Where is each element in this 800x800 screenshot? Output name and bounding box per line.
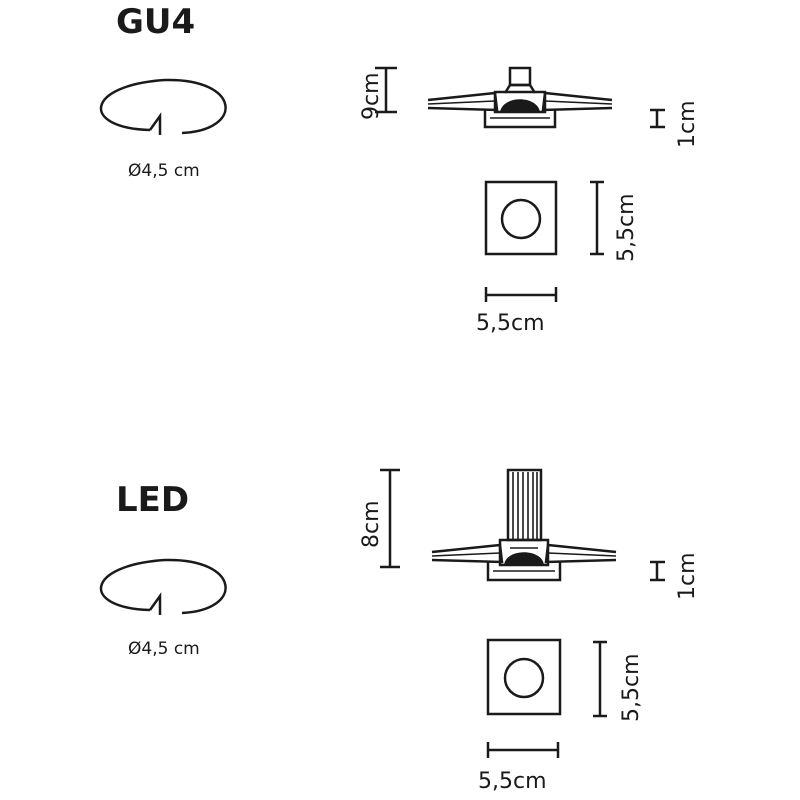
side-length-label: 5,5cm xyxy=(619,653,644,722)
bottom-dimension-icon xyxy=(484,287,558,302)
front-view-square-led-icon xyxy=(486,638,562,716)
side-dimension-icon xyxy=(590,180,604,256)
height-label: 8cm xyxy=(359,500,384,548)
bottom-length-label: 5,5cm xyxy=(476,311,545,336)
section-gu4: GU4 Ø4,5 cm 9cm xyxy=(100,2,700,336)
side-length-label: 5,5cm xyxy=(614,193,639,262)
bottom-length-label: 5,5cm xyxy=(478,769,547,794)
flange-height-label: 1cm xyxy=(675,100,700,148)
section-title-led: LED xyxy=(116,480,189,520)
section-led: LED Ø4,5 cm 8cm xyxy=(100,468,700,794)
front-view-square-gu4-icon xyxy=(484,180,558,256)
hole-diameter-label: Ø4,5 cm xyxy=(128,639,200,659)
fixture-profile-led-icon xyxy=(431,468,617,582)
hole-diameter-label: Ø4,5 cm xyxy=(128,161,200,181)
bottom-dimension-icon xyxy=(486,742,560,758)
height-dimension-icon xyxy=(375,66,397,114)
fixture-profile-gu4-icon xyxy=(427,66,613,129)
flange-height-marker-icon xyxy=(650,108,665,129)
flange-height-label: 1cm xyxy=(675,552,700,600)
cutout-hole-icon xyxy=(100,78,227,135)
flange-height-marker-icon xyxy=(650,560,665,582)
cutout-hole-icon xyxy=(100,558,227,615)
height-dimension-icon xyxy=(380,468,400,569)
height-label: 9cm xyxy=(359,72,384,120)
section-title-gu4: GU4 xyxy=(116,2,195,42)
side-dimension-icon xyxy=(593,640,607,718)
